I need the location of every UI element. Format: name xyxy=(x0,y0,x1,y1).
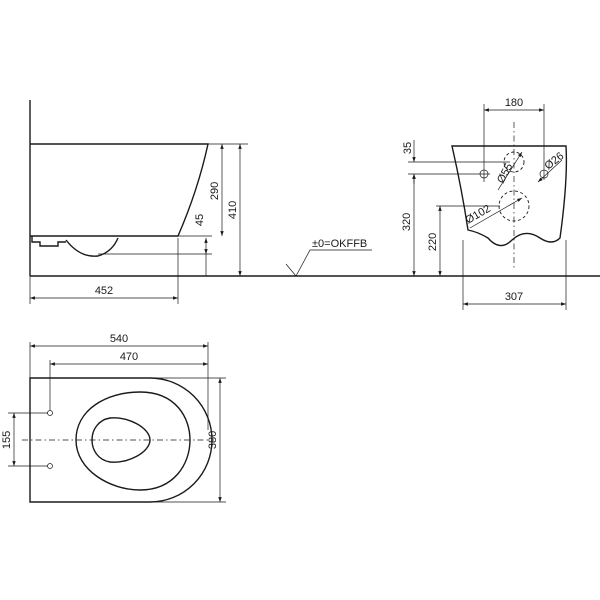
bowl-side-outline xyxy=(30,143,209,237)
mount-hole-bottom xyxy=(47,463,53,469)
leader-d102 xyxy=(469,197,523,229)
reference-level: ±0=OKFFB xyxy=(285,238,372,277)
hole-26-right xyxy=(539,169,549,179)
reference-text: ±0=OKFFB xyxy=(312,238,367,250)
outlet-bowl-curve xyxy=(65,237,119,257)
outlet-detail xyxy=(31,236,66,247)
dim-text-320: 320 xyxy=(401,213,413,231)
hole-55 xyxy=(503,151,525,173)
mount-hole-top xyxy=(47,410,53,416)
dim-text-180: 180 xyxy=(505,97,523,109)
dim-text-35: 35 xyxy=(402,142,414,154)
dim-text-d26: Ø26 xyxy=(542,150,566,172)
dim-text-45: 45 xyxy=(194,214,206,226)
bowl-top-rim xyxy=(75,391,191,491)
leader-d55 xyxy=(497,151,523,191)
dim-text-290: 290 xyxy=(209,182,221,200)
leader-d26 xyxy=(537,159,563,183)
reference-leader xyxy=(285,249,372,277)
dim-text-452: 452 xyxy=(95,285,113,297)
side-view: 452 290 410 45 xyxy=(29,100,600,304)
front-view: 180 Ø55 Ø26 Ø102 35 320 220 307 xyxy=(401,97,568,310)
dim-text-d55: Ø55 xyxy=(495,161,515,185)
dim-text-380: 380 xyxy=(207,431,219,449)
dim-text-410: 410 xyxy=(227,201,239,219)
dim-text-540: 540 xyxy=(110,333,128,345)
bowl-top-outline xyxy=(29,377,213,503)
bowl-top-basin xyxy=(91,417,151,463)
top-view: 540 470 155 380 xyxy=(1,333,226,503)
bowl-front-outline xyxy=(451,145,568,247)
dim-text-470: 470 xyxy=(120,351,138,363)
dim-text-155: 155 xyxy=(1,431,13,449)
dim-text-307: 307 xyxy=(505,291,523,303)
dim-text-220: 220 xyxy=(427,233,439,251)
